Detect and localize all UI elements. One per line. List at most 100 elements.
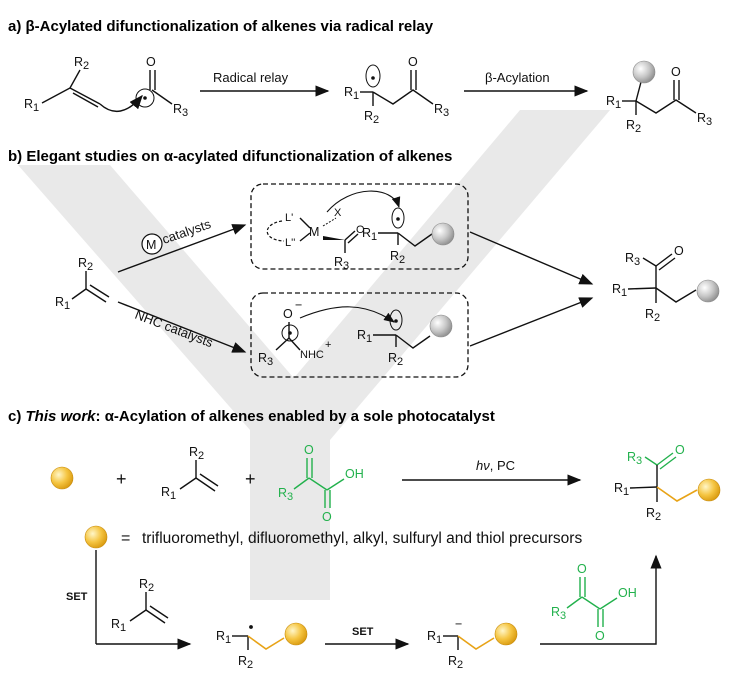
svg-text:R3: R3: [173, 102, 188, 119]
b-nhc-adduct: O − R3 NHC + R1 R2: [258, 298, 453, 368]
radical-relay-label: Radical relay: [213, 70, 289, 85]
svg-text:O: O: [674, 244, 684, 258]
svg-text:−: −: [455, 617, 462, 631]
svg-text:O: O: [675, 443, 685, 457]
svg-text:−: −: [295, 298, 302, 312]
svg-text:NHC: NHC: [300, 349, 324, 361]
plus-sign-2: +: [245, 469, 256, 489]
svg-text:R2: R2: [390, 249, 405, 266]
c-keto-acid: R3 O O OH: [278, 443, 364, 524]
radical-precursor-sphere-icon: [50, 466, 74, 490]
plus-sign-1: +: [116, 469, 127, 489]
svg-text:L': L': [285, 212, 293, 224]
c-product: R3 O R1 R2: [614, 443, 721, 523]
svg-text:R3: R3: [627, 450, 642, 467]
beta-acylation-label: β-Acylation: [485, 70, 550, 85]
svg-text:R2: R2: [448, 654, 463, 671]
svg-text:O: O: [671, 65, 681, 79]
b-product: R3 O R1 R2: [612, 244, 720, 324]
svg-text:O: O: [283, 307, 293, 321]
c-anion-intermediate: R1 − R2: [427, 617, 518, 671]
c-conditions: hν, PC: [476, 458, 515, 473]
svg-text:R3: R3: [258, 351, 273, 368]
svg-text:O: O: [577, 562, 587, 576]
radical-precursor-sphere-icon: [494, 622, 518, 646]
svg-text:M: M: [146, 238, 156, 252]
b-converge-arrow-top: [469, 231, 594, 285]
svg-text:OH: OH: [618, 586, 637, 600]
svg-text:R2: R2: [388, 351, 403, 368]
b-metal-complex: L' L'' M X O R3 R1 R2: [266, 190, 455, 272]
grey-sphere-icon: [696, 279, 720, 303]
b-metal-route-label: catalysts: [160, 216, 213, 247]
b-metal-route-arrow: [117, 224, 247, 273]
svg-text:R3: R3: [625, 251, 640, 268]
svg-text:R2: R2: [626, 118, 641, 135]
radical-precursor-sphere-icon: [284, 622, 308, 646]
c-alkene: R2 R1: [161, 445, 219, 502]
svg-text:R1: R1: [357, 328, 372, 345]
svg-text:O: O: [595, 629, 605, 643]
svg-text:R1: R1: [344, 85, 359, 102]
b-alkene: R2 R1: [55, 256, 110, 312]
a-acyl-radical: O R3: [135, 55, 188, 119]
svg-text:R1: R1: [612, 282, 627, 299]
grey-sphere-icon: [431, 222, 455, 246]
svg-text:R1: R1: [606, 94, 621, 111]
svg-text:O: O: [322, 510, 332, 524]
svg-text:L'': L'': [285, 237, 295, 249]
b-converge-arrow-bottom: [469, 297, 594, 347]
svg-text:O: O: [304, 443, 314, 457]
svg-text:R1: R1: [427, 629, 442, 646]
c-radical-intermediate: R1 R2: [216, 622, 308, 671]
svg-text:R2: R2: [139, 577, 154, 594]
a-product: R1 R2 O R3: [606, 60, 712, 135]
svg-text:R1: R1: [24, 97, 39, 114]
b-nhc-route-arrow: [117, 301, 247, 353]
set-label-2: SET: [352, 626, 374, 638]
set-label-1: SET: [66, 591, 88, 603]
svg-text:R1: R1: [161, 485, 176, 502]
svg-text:+: +: [325, 339, 331, 351]
svg-text:R2: R2: [189, 445, 204, 462]
svg-text:X: X: [334, 207, 342, 219]
svg-text:OH: OH: [345, 467, 364, 481]
svg-text:R2: R2: [364, 109, 379, 126]
svg-text:R2: R2: [74, 55, 89, 72]
svg-text:R3: R3: [278, 486, 293, 503]
c-mech-return-arrow: [540, 554, 662, 645]
svg-text:R1: R1: [55, 295, 70, 312]
grey-sphere-icon: [429, 314, 453, 338]
svg-text:O: O: [146, 55, 156, 69]
legend-equals: =: [121, 530, 130, 547]
svg-text:R3: R3: [334, 255, 349, 272]
svg-text:R3: R3: [697, 111, 712, 128]
section-b-title: b) Elegant studies on α-acylated difunct…: [8, 148, 452, 165]
c-mech-keto-acid: R3 O O OH: [551, 562, 637, 643]
section-c-title: c) This work: α-Acylation of alkenes ena…: [8, 408, 495, 425]
section-a-title: a) β-Acylated difunctionalization of alk…: [8, 18, 434, 35]
b-metal-box: [250, 183, 469, 270]
watermark: [18, 110, 610, 600]
svg-text:O: O: [356, 224, 365, 236]
svg-text:R2: R2: [238, 654, 253, 671]
svg-text:R2: R2: [646, 506, 661, 523]
a-alkene: R1 R2: [24, 55, 143, 114]
svg-text:R1: R1: [614, 481, 629, 498]
radical-precursor-sphere-icon: [697, 478, 721, 502]
svg-text:R3: R3: [551, 605, 566, 622]
svg-text:M: M: [309, 225, 319, 239]
legend-text: trifluoromethyl, difluoromethyl, alkyl, …: [142, 530, 582, 547]
svg-text:R1: R1: [111, 617, 126, 634]
b-nhc-box: [250, 292, 469, 378]
svg-text:R3: R3: [434, 102, 449, 119]
svg-text:R1: R1: [362, 226, 377, 243]
grey-sphere-icon: [632, 60, 656, 84]
legend-sphere-icon: [84, 525, 108, 549]
svg-text:R1: R1: [216, 629, 231, 646]
svg-text:R2: R2: [78, 256, 93, 273]
c-mech-alkene: R2 R1: [111, 577, 169, 634]
svg-text:R2: R2: [645, 307, 660, 324]
